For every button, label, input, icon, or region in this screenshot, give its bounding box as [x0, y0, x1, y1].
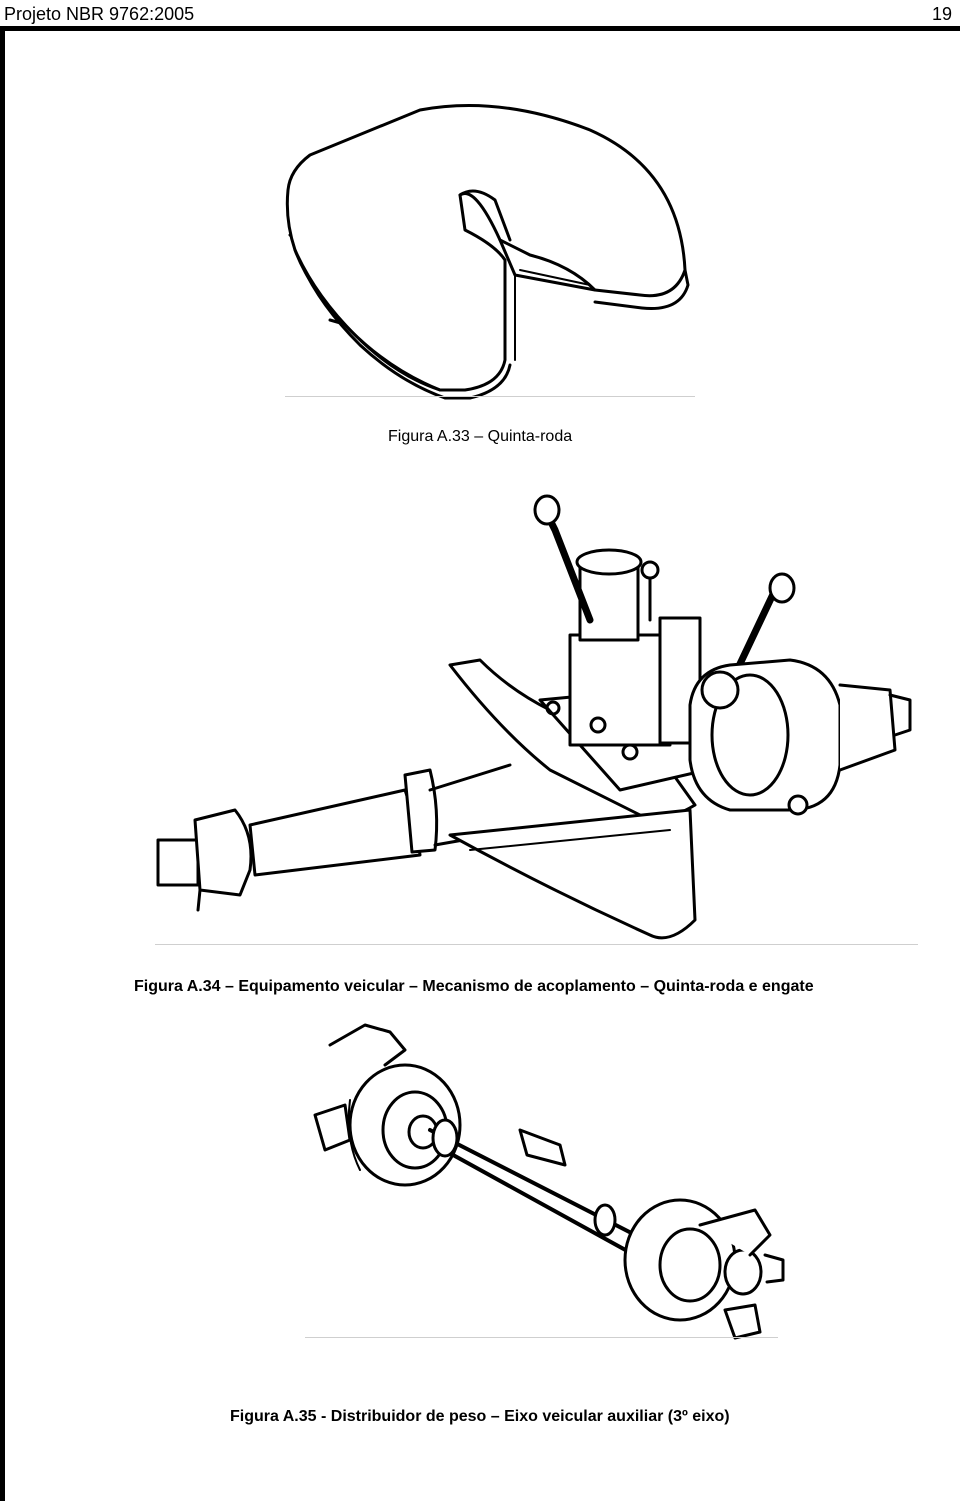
figure-a33-rule — [285, 396, 695, 397]
coupling-mechanism-drawing — [150, 490, 920, 945]
page-frame-top-border — [0, 26, 960, 31]
page-frame-left-border — [0, 26, 5, 1501]
page-number: 19 — [931, 4, 952, 24]
figure-a33-caption: Figura A.33 – Quinta-roda — [388, 428, 573, 445]
figure-a35-caption: Figura A.35 - Distribuidor de peso – Eix… — [230, 1408, 730, 1425]
document-title: Projeto NBR 9762:2005 — [4, 4, 195, 24]
auxiliary-axle-drawing — [305, 1020, 785, 1340]
figure-a35-rule — [305, 1337, 778, 1338]
fifth-wheel-drawing — [270, 90, 710, 400]
figure-a34-caption: Figura A.34 – Equipamento veicular – Mec… — [134, 978, 814, 995]
figure-a34-rule — [155, 944, 918, 945]
